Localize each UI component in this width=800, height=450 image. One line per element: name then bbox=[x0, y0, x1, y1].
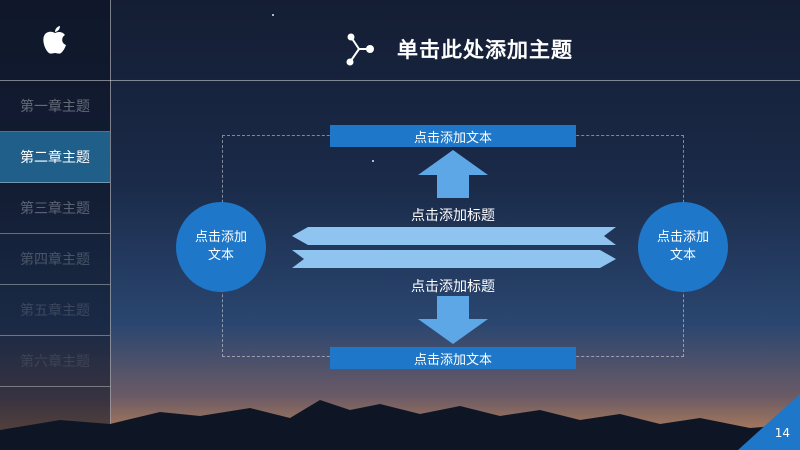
left-circle-text: 点击添加文本 bbox=[194, 230, 247, 263]
page-number: 14 bbox=[774, 426, 790, 440]
sidebar-item-chapter3[interactable]: 第三章主题 bbox=[0, 183, 110, 234]
down-arrow-icon bbox=[418, 296, 488, 344]
sidebar-item-chapter6[interactable]: 第六章主题 bbox=[0, 336, 110, 387]
right-arrow-band-icon bbox=[292, 250, 616, 268]
upper-title-label[interactable]: 点击添加标题 bbox=[411, 208, 495, 224]
left-arrow-band-icon bbox=[292, 227, 616, 245]
sidebar-item-chapter5[interactable]: 第五章主题 bbox=[0, 285, 110, 336]
apple-logo-icon bbox=[43, 26, 66, 54]
star bbox=[272, 14, 274, 16]
header: 单击此处添加主题 bbox=[345, 32, 573, 66]
left-circle[interactable]: 点击添加文本 bbox=[176, 202, 266, 292]
lower-title-label[interactable]: 点击添加标题 bbox=[411, 279, 495, 295]
star bbox=[372, 160, 374, 162]
top-text-box[interactable]: 点击添加文本 bbox=[330, 125, 576, 147]
sidebar-item-chapter1[interactable]: 第一章主题 bbox=[0, 81, 110, 132]
bottom-text-box[interactable]: 点击添加文本 bbox=[330, 347, 576, 369]
sidebar-item-chapter4[interactable]: 第四章主题 bbox=[0, 234, 110, 285]
header-divider bbox=[110, 80, 800, 81]
mountain-silhouette bbox=[0, 400, 800, 450]
sidebar-item-chapter2[interactable]: 第二章主题 bbox=[0, 132, 110, 183]
right-circle-text: 点击添加文本 bbox=[656, 230, 709, 263]
right-circle[interactable]: 点击添加文本 bbox=[638, 202, 728, 292]
page-title[interactable]: 单击此处添加主题 bbox=[397, 38, 573, 62]
logo-cell bbox=[0, 0, 110, 81]
up-arrow-icon bbox=[418, 150, 488, 198]
sidebar: 第一章主题 第二章主题 第三章主题 第四章主题 第五章主题 第六章主题 bbox=[0, 0, 111, 450]
share-nodes-icon bbox=[346, 33, 374, 66]
page-corner bbox=[738, 394, 800, 450]
